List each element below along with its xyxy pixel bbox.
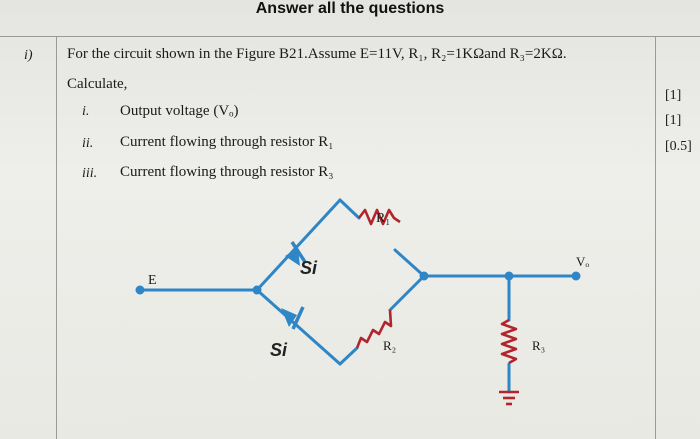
output-terminal xyxy=(571,271,581,281)
marks-column-rule xyxy=(655,36,656,439)
item-marks: [0.5] xyxy=(665,139,692,154)
item-text: Current flowing through resistor R₁ xyxy=(120,134,334,150)
question-stem: For the circuit shown in the Figure B21.… xyxy=(67,46,567,62)
page-header: Answer all the questions xyxy=(255,0,445,17)
item-marks: [1] xyxy=(665,88,682,103)
table-top-rule xyxy=(0,36,700,37)
source-label: E xyxy=(148,273,157,288)
r2-lead-right xyxy=(388,274,426,312)
item-marker: iii. xyxy=(82,166,98,181)
r2-resistor xyxy=(355,309,393,349)
item-marks: [1] xyxy=(665,113,682,128)
item-text: Current flowing through resistor R₃ xyxy=(120,164,334,180)
r1-label: R₁ xyxy=(376,211,390,226)
item-marker: ii. xyxy=(82,136,94,151)
diode-bottom-label: Si xyxy=(270,340,288,360)
diode-top-label: Si xyxy=(300,258,318,278)
item-marker: i. xyxy=(82,104,90,119)
question-number: i) xyxy=(24,48,33,63)
r3-node xyxy=(504,271,514,281)
lower-diode-icon xyxy=(281,306,305,330)
ground-icon xyxy=(499,390,519,406)
circuit-wires xyxy=(138,198,578,394)
upper-diode-icon xyxy=(285,241,307,266)
r1-resistor xyxy=(357,208,401,226)
upper-left-wire xyxy=(255,198,342,292)
output-node xyxy=(419,271,429,281)
r1-lead-left xyxy=(338,198,361,220)
calculate-label: Calculate, xyxy=(67,76,128,92)
source-terminal xyxy=(135,285,145,295)
r1-lead-right xyxy=(393,248,426,278)
r3-label: R₃ xyxy=(532,338,545,353)
number-column-rule xyxy=(56,36,57,439)
r3-resistor xyxy=(500,318,518,365)
item-text: Output voltage (Vₒ) xyxy=(120,103,239,119)
output-label: Vₒ xyxy=(576,254,589,269)
r2-lead-left xyxy=(338,346,359,366)
r2-label: R₂ xyxy=(383,338,396,353)
input-node xyxy=(252,285,262,295)
lower-left-wire xyxy=(255,288,342,366)
